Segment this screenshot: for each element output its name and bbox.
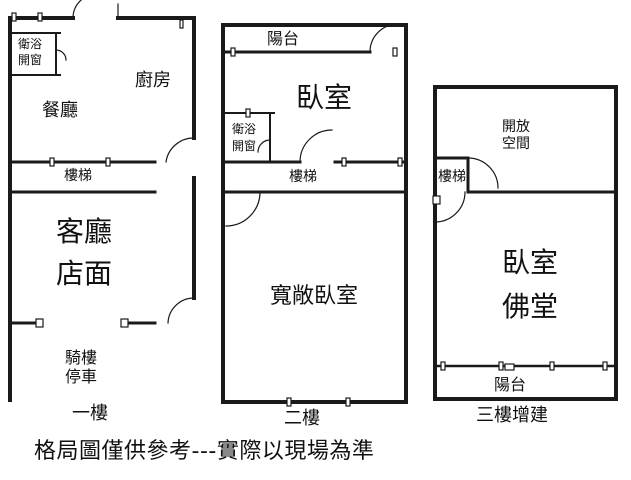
f1-living-label: 客廳 [56,215,113,248]
f2-caption: 二樓 [284,408,320,429]
f1-caption: 一樓 [72,403,108,424]
floor-3-walls [433,85,618,401]
f2-balcony-label: 陽台 [267,29,300,48]
f3-stairs-label: 樓梯 [438,169,466,185]
f1-shop-label: 店面 [56,257,113,290]
f3-caption: 三樓增建 [476,405,548,426]
f2-bath-label: 衛浴 [232,122,257,136]
floor-1-walls [8,16,196,402]
f3-bedroom-label: 臥室 [502,246,559,279]
f1-parking-label: 停車 [65,367,98,386]
floor-3-details [432,157,608,371]
f1-bath-label: 衛浴 [18,37,43,51]
f1-arcade-label: 騎樓 [65,348,98,367]
f1-dining-label: 餐廳 [42,100,78,121]
f1-stairs-label: 樓梯 [64,168,92,184]
f2-bedroom-label: 臥室 [296,81,353,114]
f2-big-bedroom-label: 寬敞臥室 [270,284,359,309]
disclaimer-note: 格局圖僅供參考---實際以現場為準 [34,439,375,464]
floor-2-details [225,23,403,407]
f1-window-label: 開窗 [18,53,43,67]
floor-1-details [11,0,195,328]
f3-balcony-label: 陽台 [494,375,527,394]
floor-2-walls [221,23,408,404]
f3-open-label: 開放 [502,119,530,135]
f2-stairs-label: 樓梯 [289,169,317,185]
f1-kitchen-label: 廚房 [135,70,171,91]
f3-shrine-label: 佛堂 [502,290,559,323]
f3-space-label: 空間 [502,136,530,152]
f2-window-label: 開窗 [232,139,257,153]
